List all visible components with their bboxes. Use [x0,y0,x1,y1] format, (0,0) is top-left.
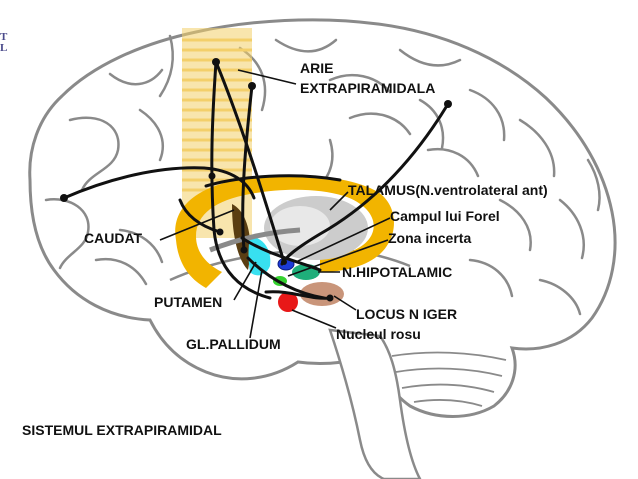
label-leader-lines [159,69,391,339]
label-arie-line1: ARIE [300,60,334,76]
pathway-nodes [60,58,452,302]
caudate-nucleus [175,175,394,288]
corner-logo-badge: T L [0,32,18,56]
brain-gyri [44,34,601,316]
label-talamus: TALAMUS(N.ventrolateral ant) [348,182,548,198]
red-nucleus [278,292,298,312]
label-caudat: CAUDAT [84,230,143,246]
label-campul-forel: Campul lui Forel [390,208,500,224]
label-arie-line2: EXTRAPIRAMIDALA [300,80,436,96]
diagram-title: SISTEMUL EXTRAPIRAMIDAL [22,422,222,438]
label-locus-niger: LOCUS N IGER [356,306,458,322]
thalamus-highlight [270,206,330,246]
cerebellum-folia [391,351,507,407]
substantia-nigra [300,282,344,306]
corner-badge-line1: T [0,31,8,43]
label-putamen: PUTAMEN [154,294,223,310]
internal-capsule [209,227,301,253]
label-zona-incerta: Zona incerta [388,230,472,246]
corner-badge-line2: L [0,42,8,54]
label-gl-pallidum: GL.PALLIDUM [186,336,281,352]
label-n-hipotalamic: N.HIPOTALAMIC [342,264,453,280]
label-nucleul-rosu: Nucleul rosu [336,326,421,342]
brainstem [328,328,422,479]
